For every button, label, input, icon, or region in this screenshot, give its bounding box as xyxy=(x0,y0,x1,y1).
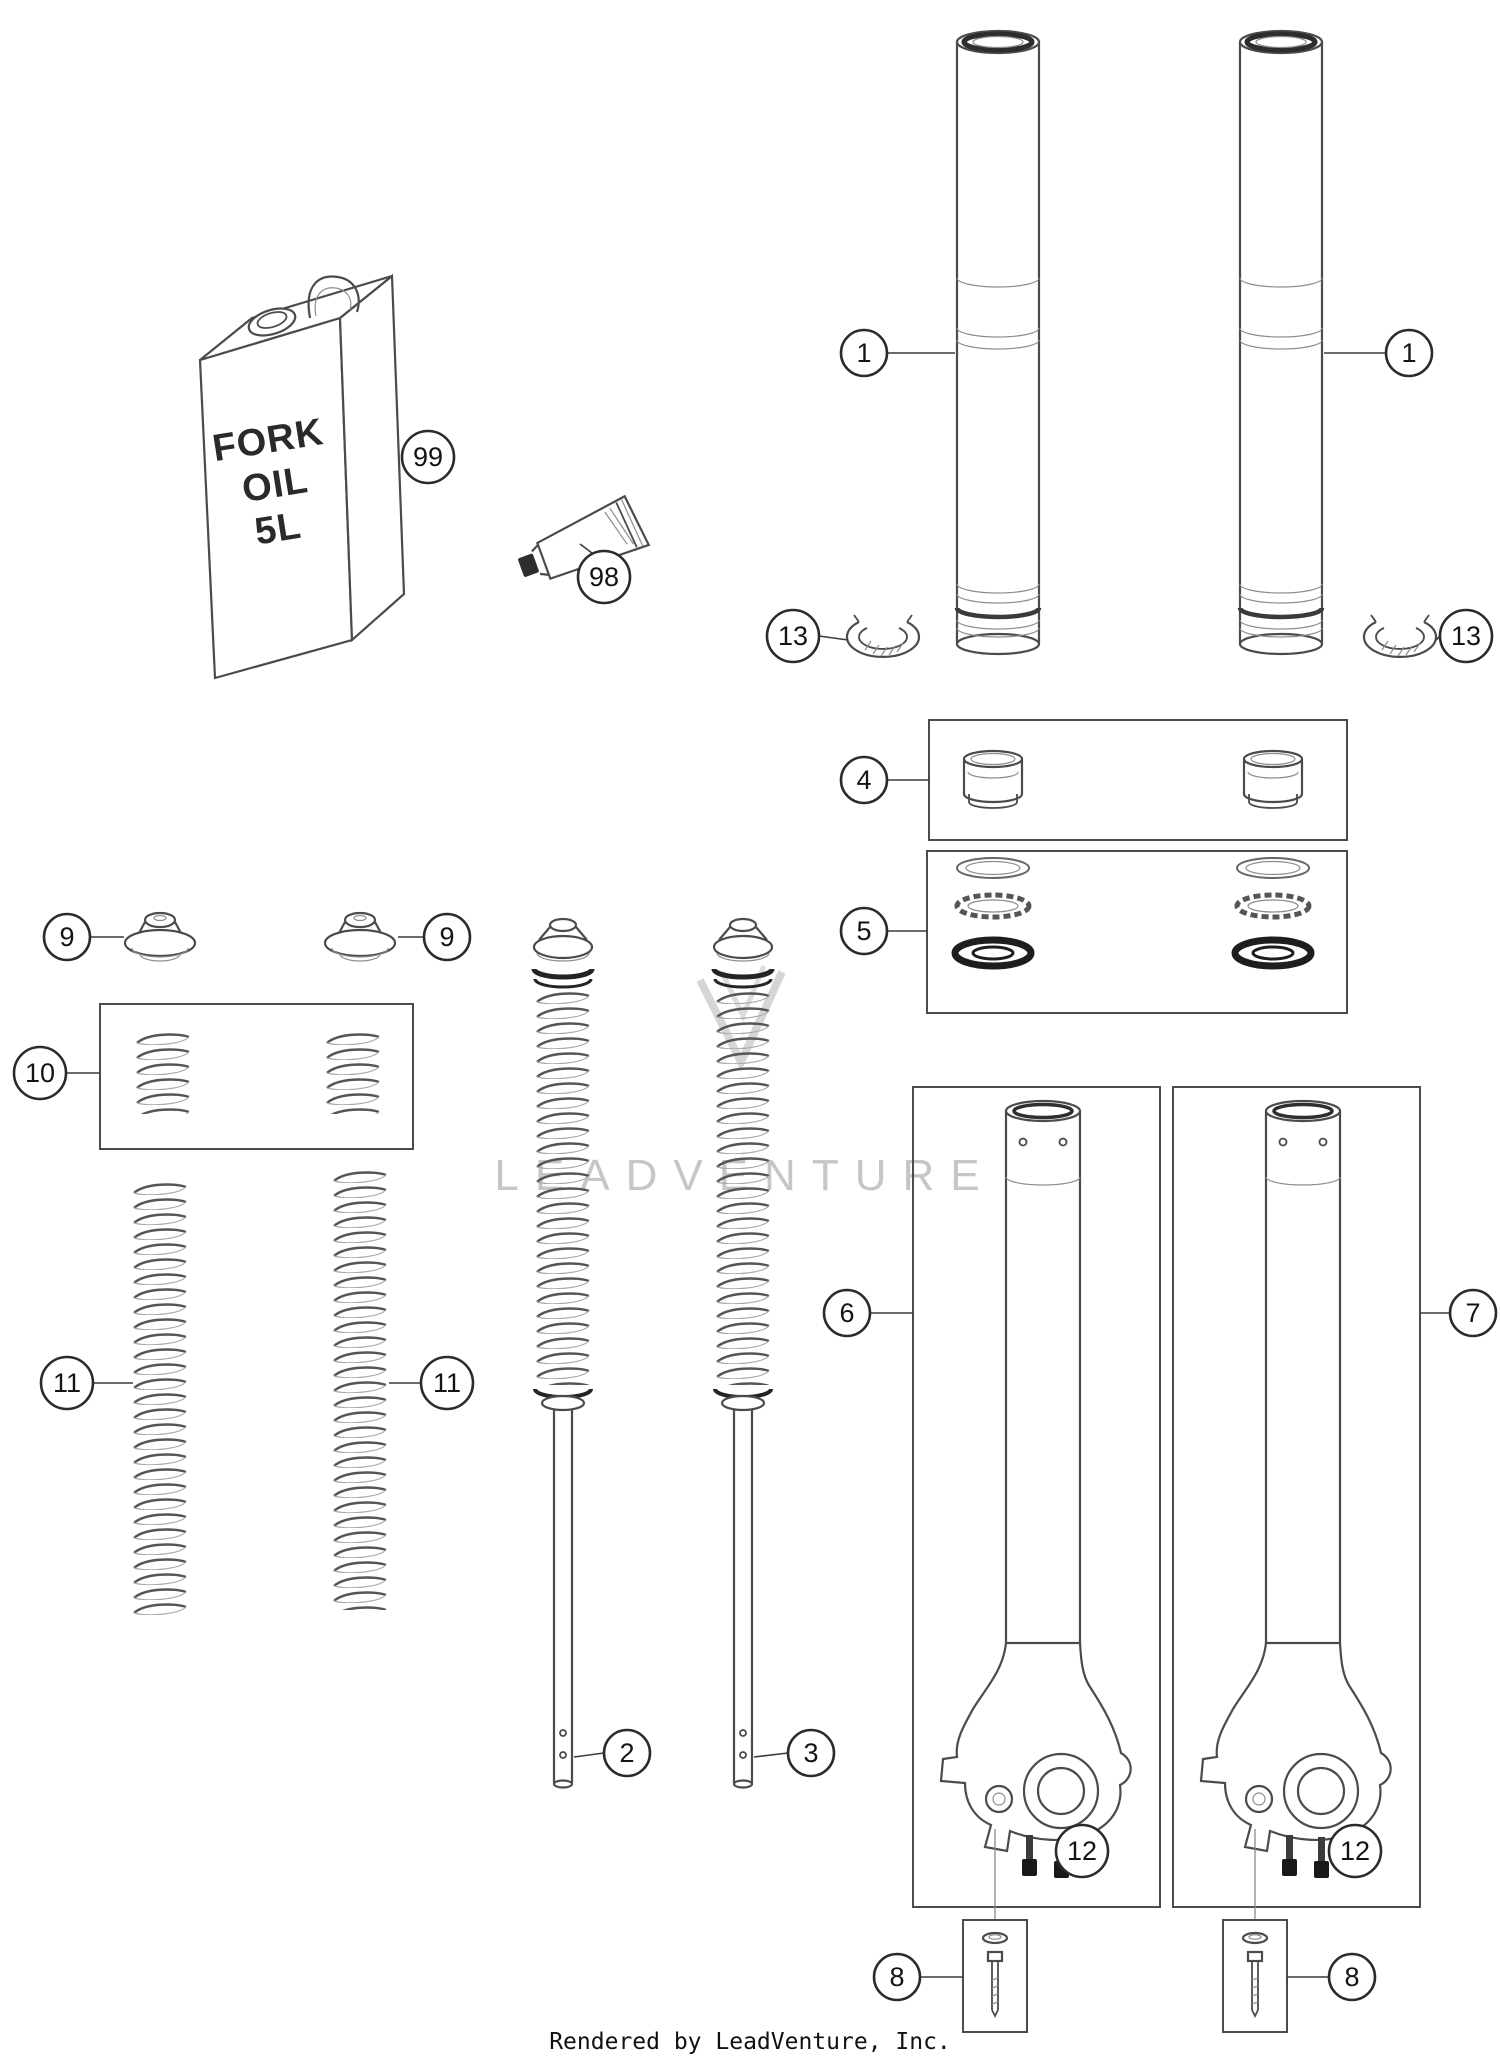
cartridge-right-drawing xyxy=(714,919,772,1788)
svg-text:10: 10 xyxy=(25,1058,55,1088)
svg-text:4: 4 xyxy=(856,765,871,795)
svg-text:11: 11 xyxy=(433,1368,461,1398)
callout-screw-cap-right[interactable]: 9 xyxy=(422,912,472,962)
svg-text:13: 13 xyxy=(778,621,808,651)
fork-oil-can-drawing: FORK OIL 5L xyxy=(198,273,406,680)
main-spring-right-drawing xyxy=(333,1168,387,1610)
callout-cartridge-right[interactable]: 3 xyxy=(786,1728,836,1778)
callout-clamp-ring-left[interactable]: 13 xyxy=(765,608,821,664)
screw-cap-right-drawing xyxy=(323,911,397,963)
svg-text:9: 9 xyxy=(59,922,74,952)
callout-axle-screw-left[interactable]: 8 xyxy=(872,1952,922,2002)
svg-text:5: 5 xyxy=(856,916,871,946)
callout-grease-tube[interactable]: 98 xyxy=(576,549,632,605)
bushing-left-drawing xyxy=(962,749,1024,810)
callout-outer-tube-right[interactable]: 7 xyxy=(1448,1288,1498,1338)
screw-cap-left-drawing xyxy=(123,911,197,963)
svg-text:8: 8 xyxy=(1344,1962,1359,1992)
seal-stack-left-drawing xyxy=(955,858,1031,966)
svg-text:9: 9 xyxy=(439,922,454,952)
lower-leg-left-drawing xyxy=(939,1099,1133,1922)
callout-fork-tube-left[interactable]: 1 xyxy=(839,328,889,378)
bushing-right-drawing xyxy=(1242,749,1304,810)
callout-bushing-set[interactable]: 4 xyxy=(839,755,889,805)
fork-tube-right-drawing xyxy=(1240,31,1322,654)
svg-text:13: 13 xyxy=(1451,621,1481,651)
main-spring-left-drawing xyxy=(133,1180,187,1618)
callout-pinch-bolts-left[interactable]: 12 xyxy=(1054,1823,1110,1879)
group-box-5 xyxy=(926,850,1348,1014)
fork-tube-left-drawing xyxy=(957,31,1039,654)
seal-stack-right-drawing xyxy=(1235,858,1311,966)
callout-outer-tube-left[interactable]: 6 xyxy=(822,1288,872,1338)
group-box-7 xyxy=(1172,1086,1421,1908)
svg-text:8: 8 xyxy=(889,1962,904,1992)
callout-cartridge-left[interactable]: 2 xyxy=(602,1728,652,1778)
svg-text:1: 1 xyxy=(1401,338,1416,368)
group-box-6 xyxy=(912,1086,1161,1908)
can-handle xyxy=(307,275,360,319)
cartridge-left-drawing xyxy=(534,919,592,1788)
footer-credit: Rendered by LeadVenture, Inc. xyxy=(549,2029,951,2055)
clamp-ring-left-drawing xyxy=(845,613,921,659)
callout-seal-set[interactable]: 5 xyxy=(839,906,889,956)
svg-text:98: 98 xyxy=(589,562,619,592)
clamp-ring-right-drawing xyxy=(1362,613,1438,659)
lower-leg-right-drawing xyxy=(1199,1099,1393,1922)
callout-spring-set[interactable]: 10 xyxy=(12,1045,68,1101)
axle-screw-left-drawing xyxy=(981,1931,1009,2018)
callout-pinch-bolts-right[interactable]: 12 xyxy=(1327,1823,1383,1879)
svg-text:99: 99 xyxy=(413,442,443,472)
svg-text:6: 6 xyxy=(839,1298,854,1328)
axle-screw-right-drawing xyxy=(1241,1931,1269,2018)
fork-oil-label-line2: OIL xyxy=(239,459,311,511)
group-box-4 xyxy=(928,719,1348,841)
svg-text:12: 12 xyxy=(1067,1836,1097,1866)
callout-axle-screw-right[interactable]: 8 xyxy=(1327,1952,1377,2002)
short-spring-left-drawing xyxy=(136,1030,190,1114)
svg-text:11: 11 xyxy=(53,1368,81,1398)
group-box-8-right xyxy=(1222,1919,1288,2033)
fork-oil-label-line3: 5L xyxy=(252,505,304,554)
callout-clamp-ring-right[interactable]: 13 xyxy=(1438,608,1494,664)
callout-main-spring-right[interactable]: 11 xyxy=(419,1355,475,1411)
svg-text:12: 12 xyxy=(1340,1836,1370,1866)
callout-fork-tube-right[interactable]: 1 xyxy=(1384,328,1434,378)
svg-text:7: 7 xyxy=(1465,1298,1480,1328)
callout-fork-oil[interactable]: 99 xyxy=(400,429,456,485)
callout-main-spring-left[interactable]: 11 xyxy=(39,1355,95,1411)
svg-text:3: 3 xyxy=(803,1738,818,1768)
short-spring-right-drawing xyxy=(326,1030,380,1114)
group-box-10 xyxy=(99,1003,414,1150)
leader-lines xyxy=(66,352,1450,1978)
grease-tube-drawing xyxy=(518,494,651,581)
callout-screw-cap-left[interactable]: 9 xyxy=(42,912,92,962)
svg-text:2: 2 xyxy=(619,1738,634,1768)
group-box-8-left xyxy=(962,1919,1028,2033)
svg-text:1: 1 xyxy=(856,338,871,368)
